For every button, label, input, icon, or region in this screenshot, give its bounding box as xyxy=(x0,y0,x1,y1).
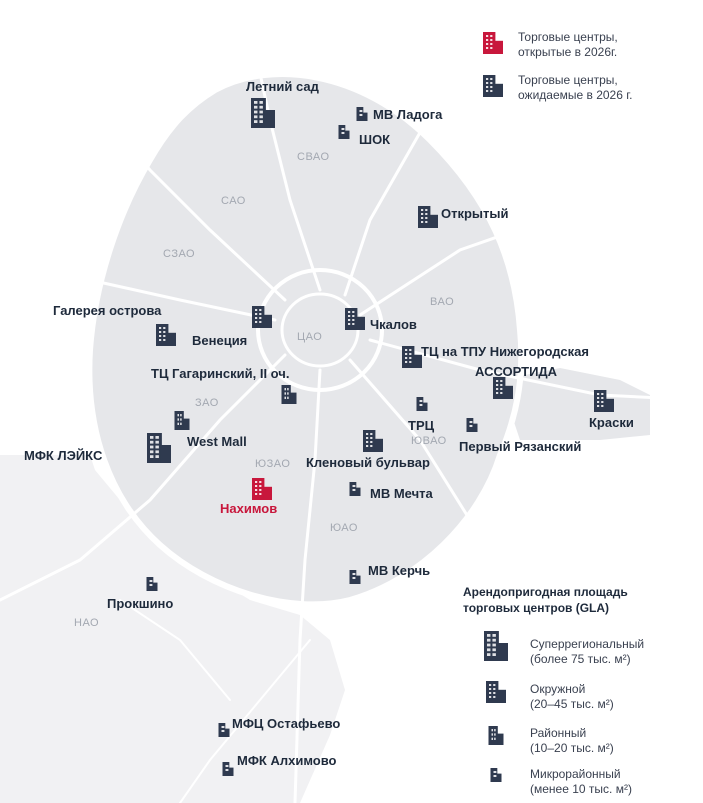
mall-marker-icon xyxy=(156,324,176,346)
legend-size-icon xyxy=(486,681,506,703)
mall-marker-icon xyxy=(146,577,158,591)
district-label-vao: ВАО xyxy=(430,296,455,308)
mall-marker-icon xyxy=(222,762,234,776)
legend-size-icon xyxy=(490,768,502,782)
mall-label-chkalov: Чкалов xyxy=(370,317,417,332)
district-label-zao: ЗАО xyxy=(195,397,219,409)
mall-label-nakhimov: Нахимов xyxy=(220,501,278,516)
mall-label-otkrytyy: Открытый xyxy=(441,206,509,221)
mall-label-prokshino: Прокшино xyxy=(107,596,174,611)
mall-marker-icon xyxy=(349,482,361,496)
legend-size-superregional: Суперрегиональный (более 75 тыс. м²) xyxy=(530,637,645,666)
mall-label-gagarinskiy: ТЦ Гагаринский, II оч. xyxy=(151,366,290,381)
mall-marker-icon xyxy=(252,478,272,500)
legend-opened-text: Торговые центры, открытые в 2026г. xyxy=(518,30,618,59)
mall-label-letniy-sad: Летний сад xyxy=(246,79,319,94)
mall-marker-icon xyxy=(218,723,230,737)
mall-label-galereya-ostrova: Галерея острова xyxy=(53,303,162,318)
district-label-svao: СВАО xyxy=(297,151,330,163)
district-label-yuvao: ЮВАО xyxy=(411,435,447,447)
mall-label-assortida: АССОРТИДА xyxy=(475,364,558,379)
district-label-yuao: ЮАО xyxy=(330,522,358,534)
mall-marker-icon xyxy=(402,346,422,368)
mall-label-klenoviy-bulvar: Кленовый бульвар xyxy=(306,455,430,470)
mall-label-mfk-leyks: МФК ЛЭЙКС xyxy=(24,448,103,463)
mall-marker-icon xyxy=(493,377,513,399)
legend-marker-layer xyxy=(483,32,508,782)
legend-expected-text: Торговые центры, ожидаемые в 2026 г. xyxy=(518,73,633,102)
new-moscow-region xyxy=(0,455,345,803)
district-label-nao: НАО xyxy=(74,617,100,629)
mall-label-perviy-ryazanskiy: Первый Рязанский xyxy=(459,439,582,454)
district-label-sao: САО xyxy=(221,195,246,207)
mall-marker-icon xyxy=(251,98,275,128)
mall-marker-icon xyxy=(363,430,383,452)
mall-label-venetsiya: Венеция xyxy=(192,333,248,348)
district-label-szao: СЗАО xyxy=(163,248,196,260)
mall-label-mv-ladoga: МВ Ладога xyxy=(373,107,443,122)
legend-size-district: Окружной (20–45 тыс. м²) xyxy=(530,682,614,711)
mall-marker-icon xyxy=(349,570,361,584)
marker-layer xyxy=(146,98,614,776)
district-label-yuzao: ЮЗАО xyxy=(255,458,291,470)
mall-marker-icon xyxy=(466,418,478,432)
mall-label-mv-kerch: МВ Керчь xyxy=(368,563,431,578)
mall-label-mfts-ostafyevo: МФЦ Остафьево xyxy=(232,716,341,731)
legend-expected-icon xyxy=(483,75,503,97)
legend-size-micro: Микрорайонный (менее 10 тыс. м²) xyxy=(530,767,632,796)
legend-opened-icon xyxy=(483,32,503,54)
legend-size-neighborhood: Районный (10–20 тыс. м²) xyxy=(530,726,614,755)
mall-marker-icon xyxy=(418,206,438,228)
mall-marker-icon xyxy=(356,107,368,121)
mall-marker-icon xyxy=(252,306,272,328)
mall-label-mv-mechta: МВ Мечта xyxy=(370,486,433,501)
mall-marker-icon xyxy=(174,411,190,430)
mall-marker-icon xyxy=(338,125,350,139)
mall-label-shok: ШОК xyxy=(359,132,391,147)
mall-label-trc: ТРЦ xyxy=(408,418,435,433)
mall-marker-icon xyxy=(594,390,614,412)
mall-label-mfk-alkhimovo: МФК Алхимово xyxy=(237,753,337,768)
legend-gla-title: Арендопригодная площадь торговых центров… xyxy=(463,585,628,615)
mall-marker-icon xyxy=(345,308,365,330)
legend-size-icon xyxy=(488,726,504,745)
east-extension xyxy=(500,368,650,440)
mall-label-west-mall: West Mall xyxy=(187,434,247,449)
legend-size-icon xyxy=(484,631,508,661)
mall-marker-icon xyxy=(416,397,428,411)
mall-marker-icon xyxy=(147,433,171,463)
district-label-cao: ЦАО xyxy=(297,331,323,343)
mall-marker-icon xyxy=(281,385,297,404)
mall-label-tpu-nizhegorodskaya: ТЦ на ТПУ Нижегородская xyxy=(421,344,589,359)
mall-label-kraski: Краски xyxy=(589,415,634,430)
